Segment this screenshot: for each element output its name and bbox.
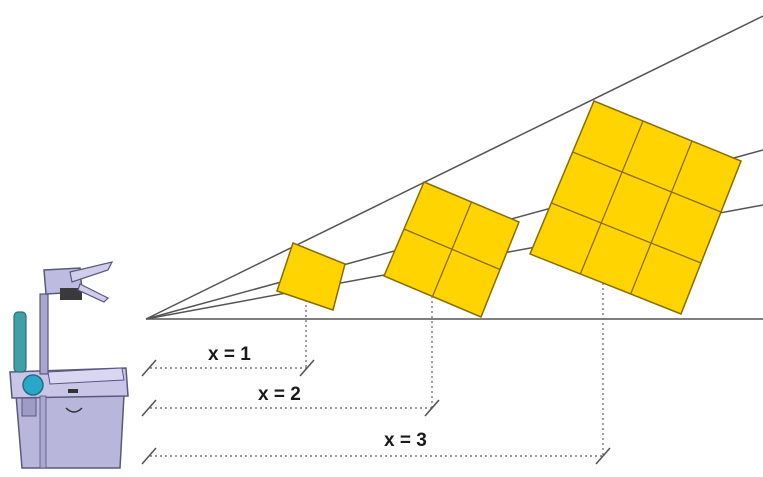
grid-square-1 [276, 242, 346, 311]
label-x-1: x = 1 [208, 344, 251, 365]
grid-line-3-1-1 [572, 151, 722, 213]
tick-end-1 [299, 359, 315, 377]
grid-line-3-2-1 [551, 202, 702, 264]
tick-end-3 [595, 447, 611, 465]
projected-squares [276, 100, 742, 318]
square-face-1 [276, 242, 346, 311]
grid-square-3 [529, 100, 742, 315]
overhead-projector [9, 261, 129, 469]
tick-end-2 [424, 399, 440, 417]
label-x-3: x = 3 [384, 430, 427, 451]
distance-lines [141, 359, 611, 465]
tick-start-2 [141, 399, 157, 417]
grid-line-3-1-0 [579, 120, 644, 275]
grid-line-3-2-0 [630, 140, 693, 295]
label-x-2: x = 2 [258, 384, 301, 405]
tick-start-3 [141, 447, 157, 465]
ray-upper [145, 15, 763, 320]
tick-start-1 [141, 359, 157, 377]
grid-line-2-1-1 [403, 228, 501, 271]
drop-lines [305, 283, 604, 456]
grid-square-2 [383, 181, 520, 318]
